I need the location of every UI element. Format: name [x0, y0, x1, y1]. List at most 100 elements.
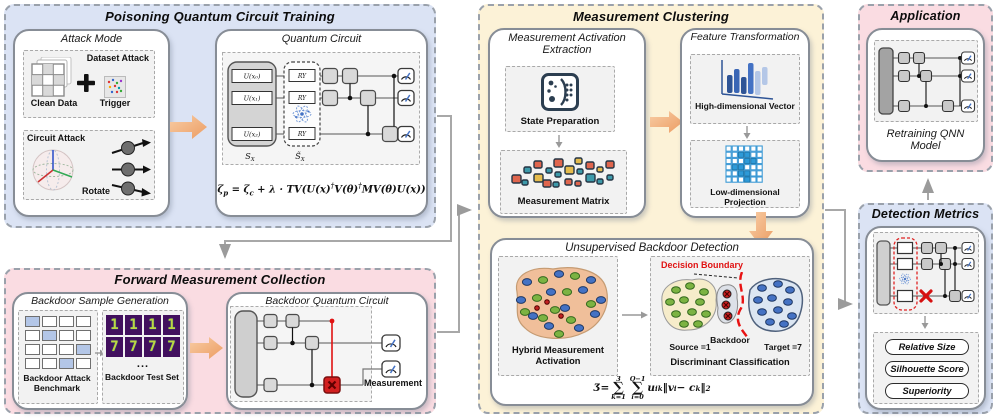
decision-boundary-label: Decision Boundary	[661, 260, 744, 270]
metrics-list-box: Relative Size Silhouette Score Superiori…	[873, 332, 979, 404]
retraining-qnn-label: Retraining QNN Model	[886, 128, 965, 153]
cluster-diagram	[661, 272, 804, 339]
digit-row-ones: 1 1 1 1	[106, 315, 180, 335]
high-dimensional-label: High-dimensional Vector	[695, 101, 795, 111]
low-dimensional-projection-box: Low-dimensional Projection	[690, 140, 800, 208]
small-arrow-down-icon	[743, 126, 751, 139]
test-set-label: Backdoor Test Set	[104, 372, 179, 382]
source-cluster-label: Source =1	[669, 342, 711, 352]
metric-relative-size: Relative Size	[885, 339, 969, 355]
measurement-matrix-icon	[511, 157, 615, 188]
small-arrow-down-icon	[921, 316, 929, 329]
backdoor-attack-benchmark-box: Backdoor Attack Benchmark	[18, 310, 98, 404]
measurement-matrix-label: Measurement Matrix	[517, 196, 610, 207]
gate-u0: U(x₀)	[244, 73, 261, 81]
section-measurement-clustering: Measurement Clustering Measurement Activ…	[478, 4, 824, 414]
gate-ry: RY	[297, 131, 307, 138]
clean-data-icon	[31, 57, 72, 97]
benchmark-row	[25, 330, 91, 341]
section-title: Detection Metrics	[871, 207, 980, 221]
discriminant-classification-label: Discriminant Classification	[670, 357, 790, 367]
hybrid-measurement-activation-box: Hybrid Measurement Activation	[498, 256, 618, 376]
low-dimensional-label: Low-dimensional Projection	[710, 187, 780, 208]
backdoor-circuit-diagram	[230, 306, 401, 402]
flow-arrow-right-icon	[190, 337, 223, 359]
trigger-noise-icon	[104, 76, 126, 98]
measurement-label: Measurement	[363, 378, 423, 388]
state-preparation-icon	[541, 73, 579, 111]
extraction-title: Measurement Activation Extraction	[508, 32, 626, 57]
gate-ry: RY	[297, 73, 307, 80]
section-application: Application	[858, 4, 993, 172]
section-title: Forward Measurement Collection	[114, 272, 326, 287]
qubit-rotate-icon	[111, 139, 151, 155]
gate-ry: RY	[297, 95, 307, 102]
feature-transformation-card: Feature Transformation High-dimensional …	[680, 28, 810, 218]
backdoor-cluster-label: Backdoor	[710, 335, 750, 345]
measurement-meter-icon	[397, 67, 415, 143]
gate-u2: U(x₂)	[244, 131, 261, 139]
suspicious-gates-outline	[893, 237, 918, 311]
backdoor-circuit-title: Backdoor Quantum Circuit	[265, 295, 389, 307]
backdoor-points	[721, 289, 733, 321]
retraining-qnn-card: Retraining QNN Model	[866, 28, 985, 162]
digit-row-sevens: 7 7 7 7	[106, 337, 180, 357]
hybrid-activation-blob	[515, 267, 608, 339]
bloch-sphere-icon	[32, 149, 74, 191]
benchmark-row	[25, 344, 91, 355]
atom-icon	[899, 273, 911, 285]
section-title: Measurement Clustering	[572, 9, 730, 24]
benchmark-row	[25, 316, 91, 327]
quantum-circuit-card: Quantum Circuit U(x₀) U(x₁) U(x₂)	[215, 29, 428, 217]
sample-generation-title: Backdoor Sample Generation	[31, 295, 169, 307]
poisoned-loss-equation: ζp = ζc + λ · TV(U(x)†V(θ)†MV(θ)U(x))	[217, 181, 426, 198]
connector-forward-to-clustering	[437, 204, 472, 333]
connector-clustering-to-metrics	[825, 209, 853, 310]
backdoor-sample-generation-card: Backdoor Sample Generation Backdoor Atta…	[12, 292, 188, 410]
flow-arrow-right-icon	[170, 115, 207, 139]
backdoor-quantum-circuit-card: Backdoor Quantum Circuit	[226, 292, 428, 410]
state-preparation-box: State Preparation	[505, 66, 615, 132]
plus-icon	[77, 74, 95, 92]
circuit-attack-box: Circuit Attack Rotate	[23, 130, 155, 200]
detection-title: Unsupervised Backdoor Detection	[565, 242, 739, 254]
low-dimensional-projection-icon	[725, 145, 763, 183]
small-arrow-down-icon	[555, 135, 563, 148]
state-preparation-label: State Preparation	[520, 116, 600, 127]
quantum-circuit-diagram: U(x₀) U(x₁) U(x₂) RY RY RY	[222, 52, 420, 165]
flow-arrow-right-icon	[650, 111, 683, 133]
detection-metrics-card: Relative Size Silhouette Score Superiori…	[865, 226, 986, 410]
qubit-rotate-icon	[112, 162, 151, 177]
retraining-circuit-diagram	[878, 47, 976, 115]
dataset-attack-box: Dataset Attack	[23, 50, 155, 118]
measurement-meter-icon	[960, 51, 976, 113]
retraining-circuit-box	[874, 40, 978, 122]
decision-boundary-curve	[736, 272, 749, 339]
metrics-circuit-diagram	[876, 237, 975, 311]
backdoor-x-gate	[323, 376, 341, 394]
measurement-meter-icon	[961, 241, 975, 303]
section-forward-measurement-collection: Forward Measurement Collection Backdoor …	[4, 268, 436, 414]
measurement-matrix-box: Measurement Matrix	[500, 150, 627, 214]
section-title: Poisoning Quantum Circuit Training	[105, 9, 335, 24]
metric-silhouette-score: Silhouette Score	[885, 361, 969, 377]
ellipsis: ...	[136, 358, 150, 370]
section-poisoning-quantum-circuit-training: Poisoning Quantum Circuit Training Attac…	[4, 4, 436, 228]
benchmark-label: Backdoor Attack Benchmark	[23, 373, 91, 394]
dataset-attack-label: Dataset Attack	[86, 53, 149, 63]
measurement-meter-icon	[381, 334, 401, 378]
measurement-activation-extraction-card: Measurement Activation Extraction	[488, 28, 646, 218]
state-encoder-block	[234, 310, 258, 398]
high-dimensional-vector-box: High-dimensional Vector	[690, 54, 800, 124]
rotate-label: Rotate	[82, 186, 111, 196]
boundary-pointer-line	[693, 273, 739, 279]
benchmark-row	[25, 358, 91, 369]
section-title: Application	[890, 9, 961, 23]
hybrid-activation-label: Hybrid Measurement Activation	[512, 345, 604, 366]
attack-mode-title: Attack Mode	[60, 33, 123, 45]
gate-u1: U(x₁)	[244, 95, 261, 103]
section-detection-metrics: Detection Metrics	[858, 203, 993, 414]
metrics-circuit-box	[873, 232, 979, 314]
